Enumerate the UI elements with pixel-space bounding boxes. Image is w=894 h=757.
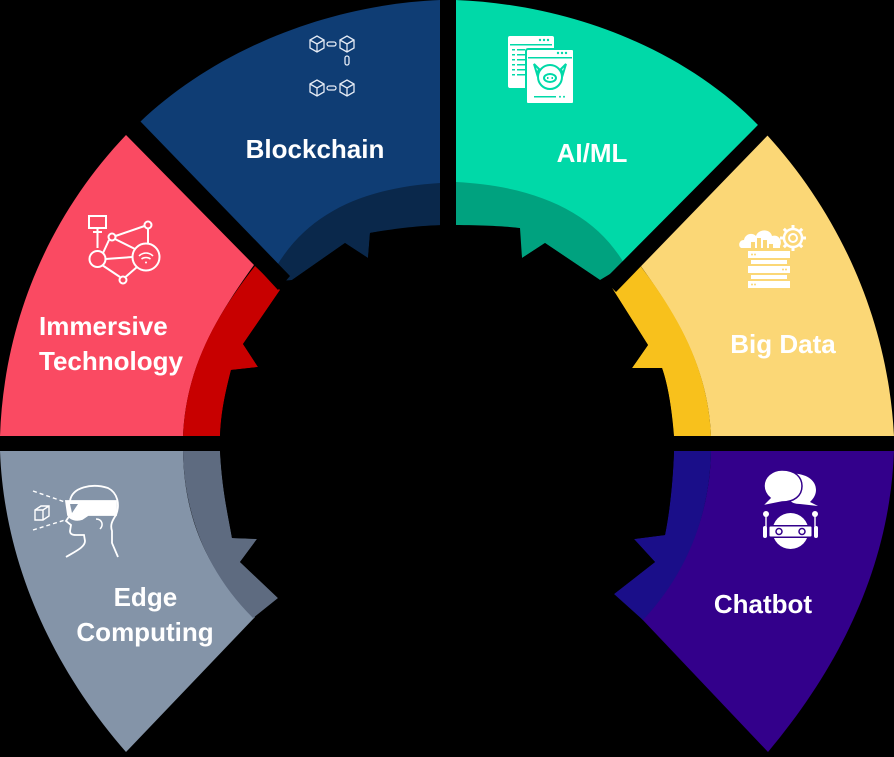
segment-blockchain-band <box>268 183 440 282</box>
segment-immersive-technology-body <box>0 135 254 436</box>
segment-immersive-technology-label: Immersive Technology <box>39 311 184 376</box>
segment-ai-ml-band <box>456 182 625 280</box>
ai-ml-browser-icon <box>508 36 575 105</box>
segment-chatbot-label: Chatbot <box>714 589 813 619</box>
chatbot-robot-icon <box>759 469 818 549</box>
big-data-server-cloud-icon <box>739 225 806 288</box>
segment-blockchain-label: Blockchain <box>246 134 385 164</box>
segment-edge-computing[interactable]: Edge Computing <box>0 451 278 752</box>
segment-big-data-label: Big Data <box>730 329 836 359</box>
blockchain-icon <box>309 35 355 97</box>
segment-ai-ml-label: AI/ML <box>557 138 628 168</box>
segment-chatbot-band <box>614 451 711 620</box>
segment-chatbot[interactable]: Chatbot <box>614 451 894 752</box>
segment-big-data[interactable]: Big Data <box>612 135 894 436</box>
network-nodes-wifi-icon <box>88 215 161 285</box>
segment-edge-computing-band <box>183 451 278 618</box>
segment-immersive-technology[interactable]: Immersive Technology <box>0 135 280 436</box>
vr-headset-person-icon <box>32 485 119 558</box>
segment-big-data-band <box>612 264 711 436</box>
segment-edge-computing-body <box>0 451 255 752</box>
segment-edge-computing-label: Edge Computing <box>76 582 213 647</box>
segment-chatbot-body <box>640 451 894 752</box>
segment-dividers <box>0 0 894 451</box>
segment-immersive-technology-band <box>183 266 280 436</box>
